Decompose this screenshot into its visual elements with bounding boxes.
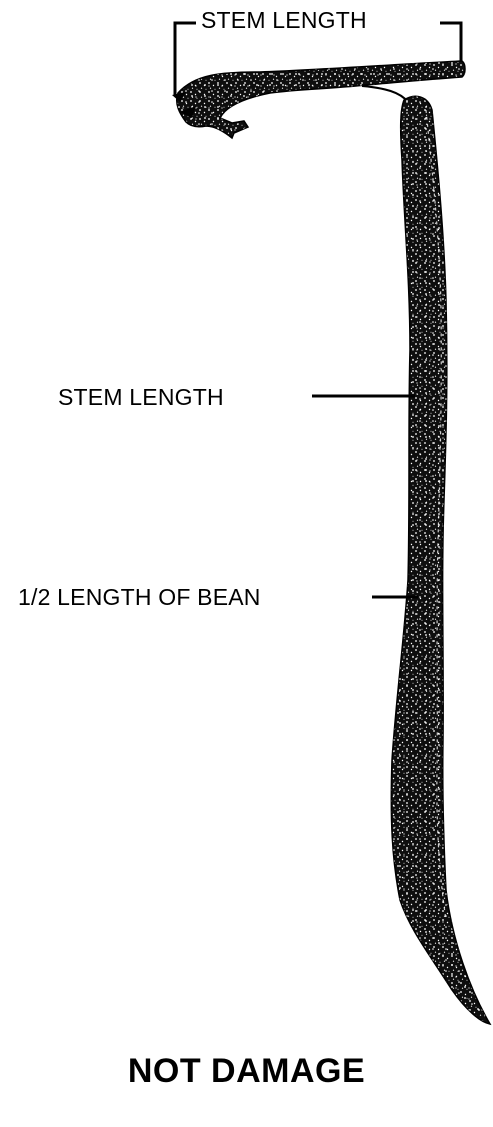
stem-length-label: STEM LENGTH [58, 386, 224, 409]
top-stem-length-label: STEM LENGTH [201, 9, 367, 32]
bean-pod [391, 96, 490, 1024]
half-length-of-bean-label: 1/2 LENGTH OF BEAN [18, 586, 261, 609]
not-damage-caption: NOT DAMAGE [0, 1054, 493, 1088]
